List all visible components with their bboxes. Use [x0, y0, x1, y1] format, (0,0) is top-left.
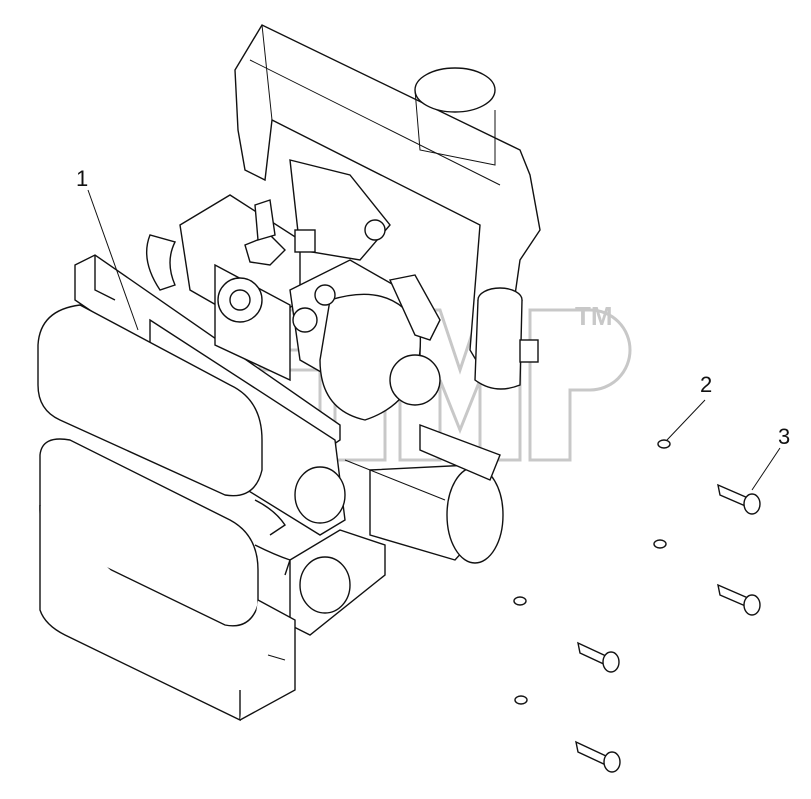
callout-2: 2 [700, 372, 712, 397]
electric-motor [344, 423, 504, 564]
radiator-frame [234, 24, 541, 377]
watermark-tm: TM [575, 301, 613, 331]
filter-canister [474, 287, 539, 390]
pump-motor-assembly [289, 259, 441, 421]
callout-3: 3 [778, 424, 790, 449]
cap-screw [577, 641, 620, 673]
cap-screw [717, 483, 761, 515]
callout-1: 1 [76, 166, 88, 191]
leader-line-1 [87, 189, 139, 331]
reservoir-tanks [37, 304, 296, 722]
leader-line-3 [751, 447, 781, 491]
leader-line-2 [666, 399, 706, 441]
cap-screw [717, 583, 761, 616]
leader-lines [87, 189, 781, 491]
lock-washers [513, 439, 671, 705]
cap-screws [575, 483, 761, 773]
valve-manifold [146, 159, 391, 382]
breather-caps [254, 466, 351, 614]
cap-screw [575, 740, 621, 773]
